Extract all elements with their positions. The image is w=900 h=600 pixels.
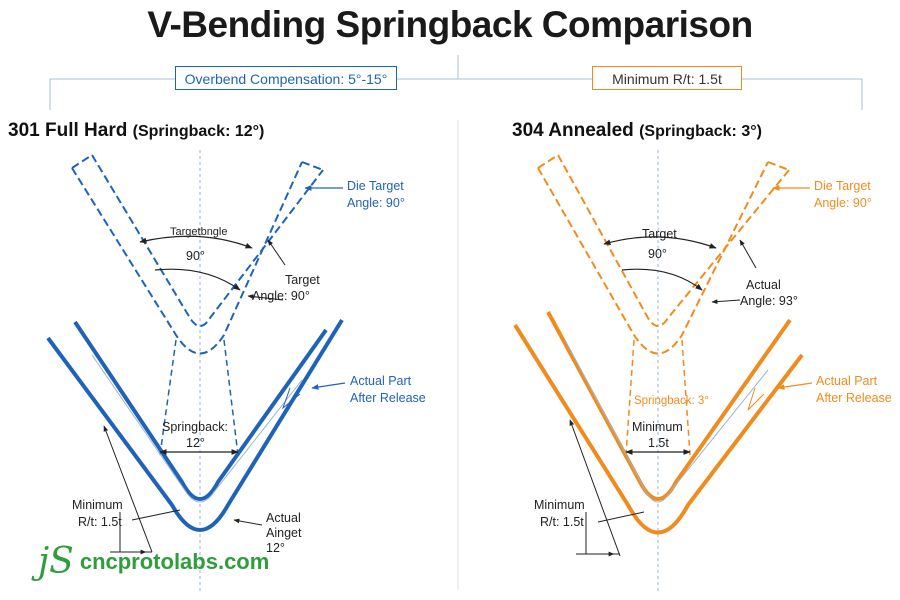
right-angle-label-2: Angle: 93° (740, 294, 798, 308)
target-angle-arc (603, 236, 717, 249)
panel-left-title: 301 Full Hard (Springback: 12°) (8, 120, 264, 142)
actual-part-label-2: After Release (816, 391, 892, 405)
die-target-label-1: Die Target (347, 179, 404, 193)
brand-logo: jS cncprotolabs.com (38, 544, 269, 580)
actual-angle-label-2: Ainget (266, 526, 302, 540)
panel-right-labels: Die Target Angle: 90° Target 90° Actual … (534, 179, 892, 529)
die-target-label-2: Angle: 90° (814, 196, 872, 210)
panel-left-drawing (46, 150, 346, 592)
die-target-label-1: Die Target (814, 179, 871, 193)
brand-logo-icon: jS (38, 541, 74, 582)
minimum-label-1: Minimum (72, 498, 123, 512)
target-angle-label-1: Targetbngle (170, 226, 228, 238)
right-angle-label-1: Actual (746, 278, 781, 292)
actual-part-strip (46, 318, 344, 532)
target-angle-arc-lower (154, 268, 241, 291)
actual-part-label-1: Actual Part (816, 374, 878, 388)
actual-angle-label-1: Actual (266, 511, 301, 525)
min-rt-banner: Minimum R/t: 1.5t (592, 66, 742, 90)
springback-label: Springback: 3° (634, 395, 709, 407)
inner-guide (564, 339, 769, 503)
inner-guide (91, 354, 303, 503)
springback-label-2: 12° (186, 436, 205, 450)
center-minimum-label-2: 1.5t (648, 436, 669, 450)
center-minimum-label-1: Minimum (632, 420, 683, 434)
panel-left-labels: Die Target Angle: 90° Targetbngle 90° Ta… (72, 179, 426, 555)
target-angle-label-1: Target (642, 227, 677, 241)
actual-part-strip (513, 311, 804, 535)
minimum-label-1: Minimum (534, 498, 585, 512)
minimum-label-2: R/t: 1.5t (540, 515, 584, 529)
material-name: 304 Annealed (512, 120, 634, 141)
brand-name: cncprotolabs.com (79, 549, 270, 574)
material-name: 301 Full Hard (8, 120, 128, 141)
right-angle-label-2: Angle: 90° (252, 289, 310, 303)
target-angle-arc-lower (621, 268, 703, 291)
panel-right-title: 304 Annealed (Springback: 3°) (512, 120, 762, 142)
actual-angle-label-3: 12° (266, 541, 285, 555)
header-brackets (49, 55, 863, 110)
right-angle-label-1: Target (285, 273, 320, 287)
minimum-rt-dimension (103, 425, 181, 555)
page-title: V-Bending Springback Comparison (147, 4, 753, 45)
target-angle-label-2: 90° (648, 247, 667, 261)
overbend-banner: Overbend Compensation: 5°-15° (175, 66, 397, 90)
actual-part-label-2: After Release (350, 391, 426, 405)
die-target-strip (537, 154, 790, 355)
target-angle-label-2: 90° (186, 249, 205, 263)
minimum-label-2: R/t: 1.5t (78, 515, 122, 529)
springback-note: (Springback: 3°) (639, 123, 762, 140)
target-angle-arc (139, 235, 253, 249)
actual-part-label-1: Actual Part (350, 374, 412, 388)
minimum-rt-dimension (569, 419, 645, 557)
panel-right-drawing (513, 150, 813, 592)
die-target-strip (71, 154, 324, 355)
springback-note: (Springback: 12°) (132, 123, 265, 140)
die-target-label-2: Angle: 90° (347, 196, 405, 210)
springback-label-1: Springback: (162, 420, 228, 434)
